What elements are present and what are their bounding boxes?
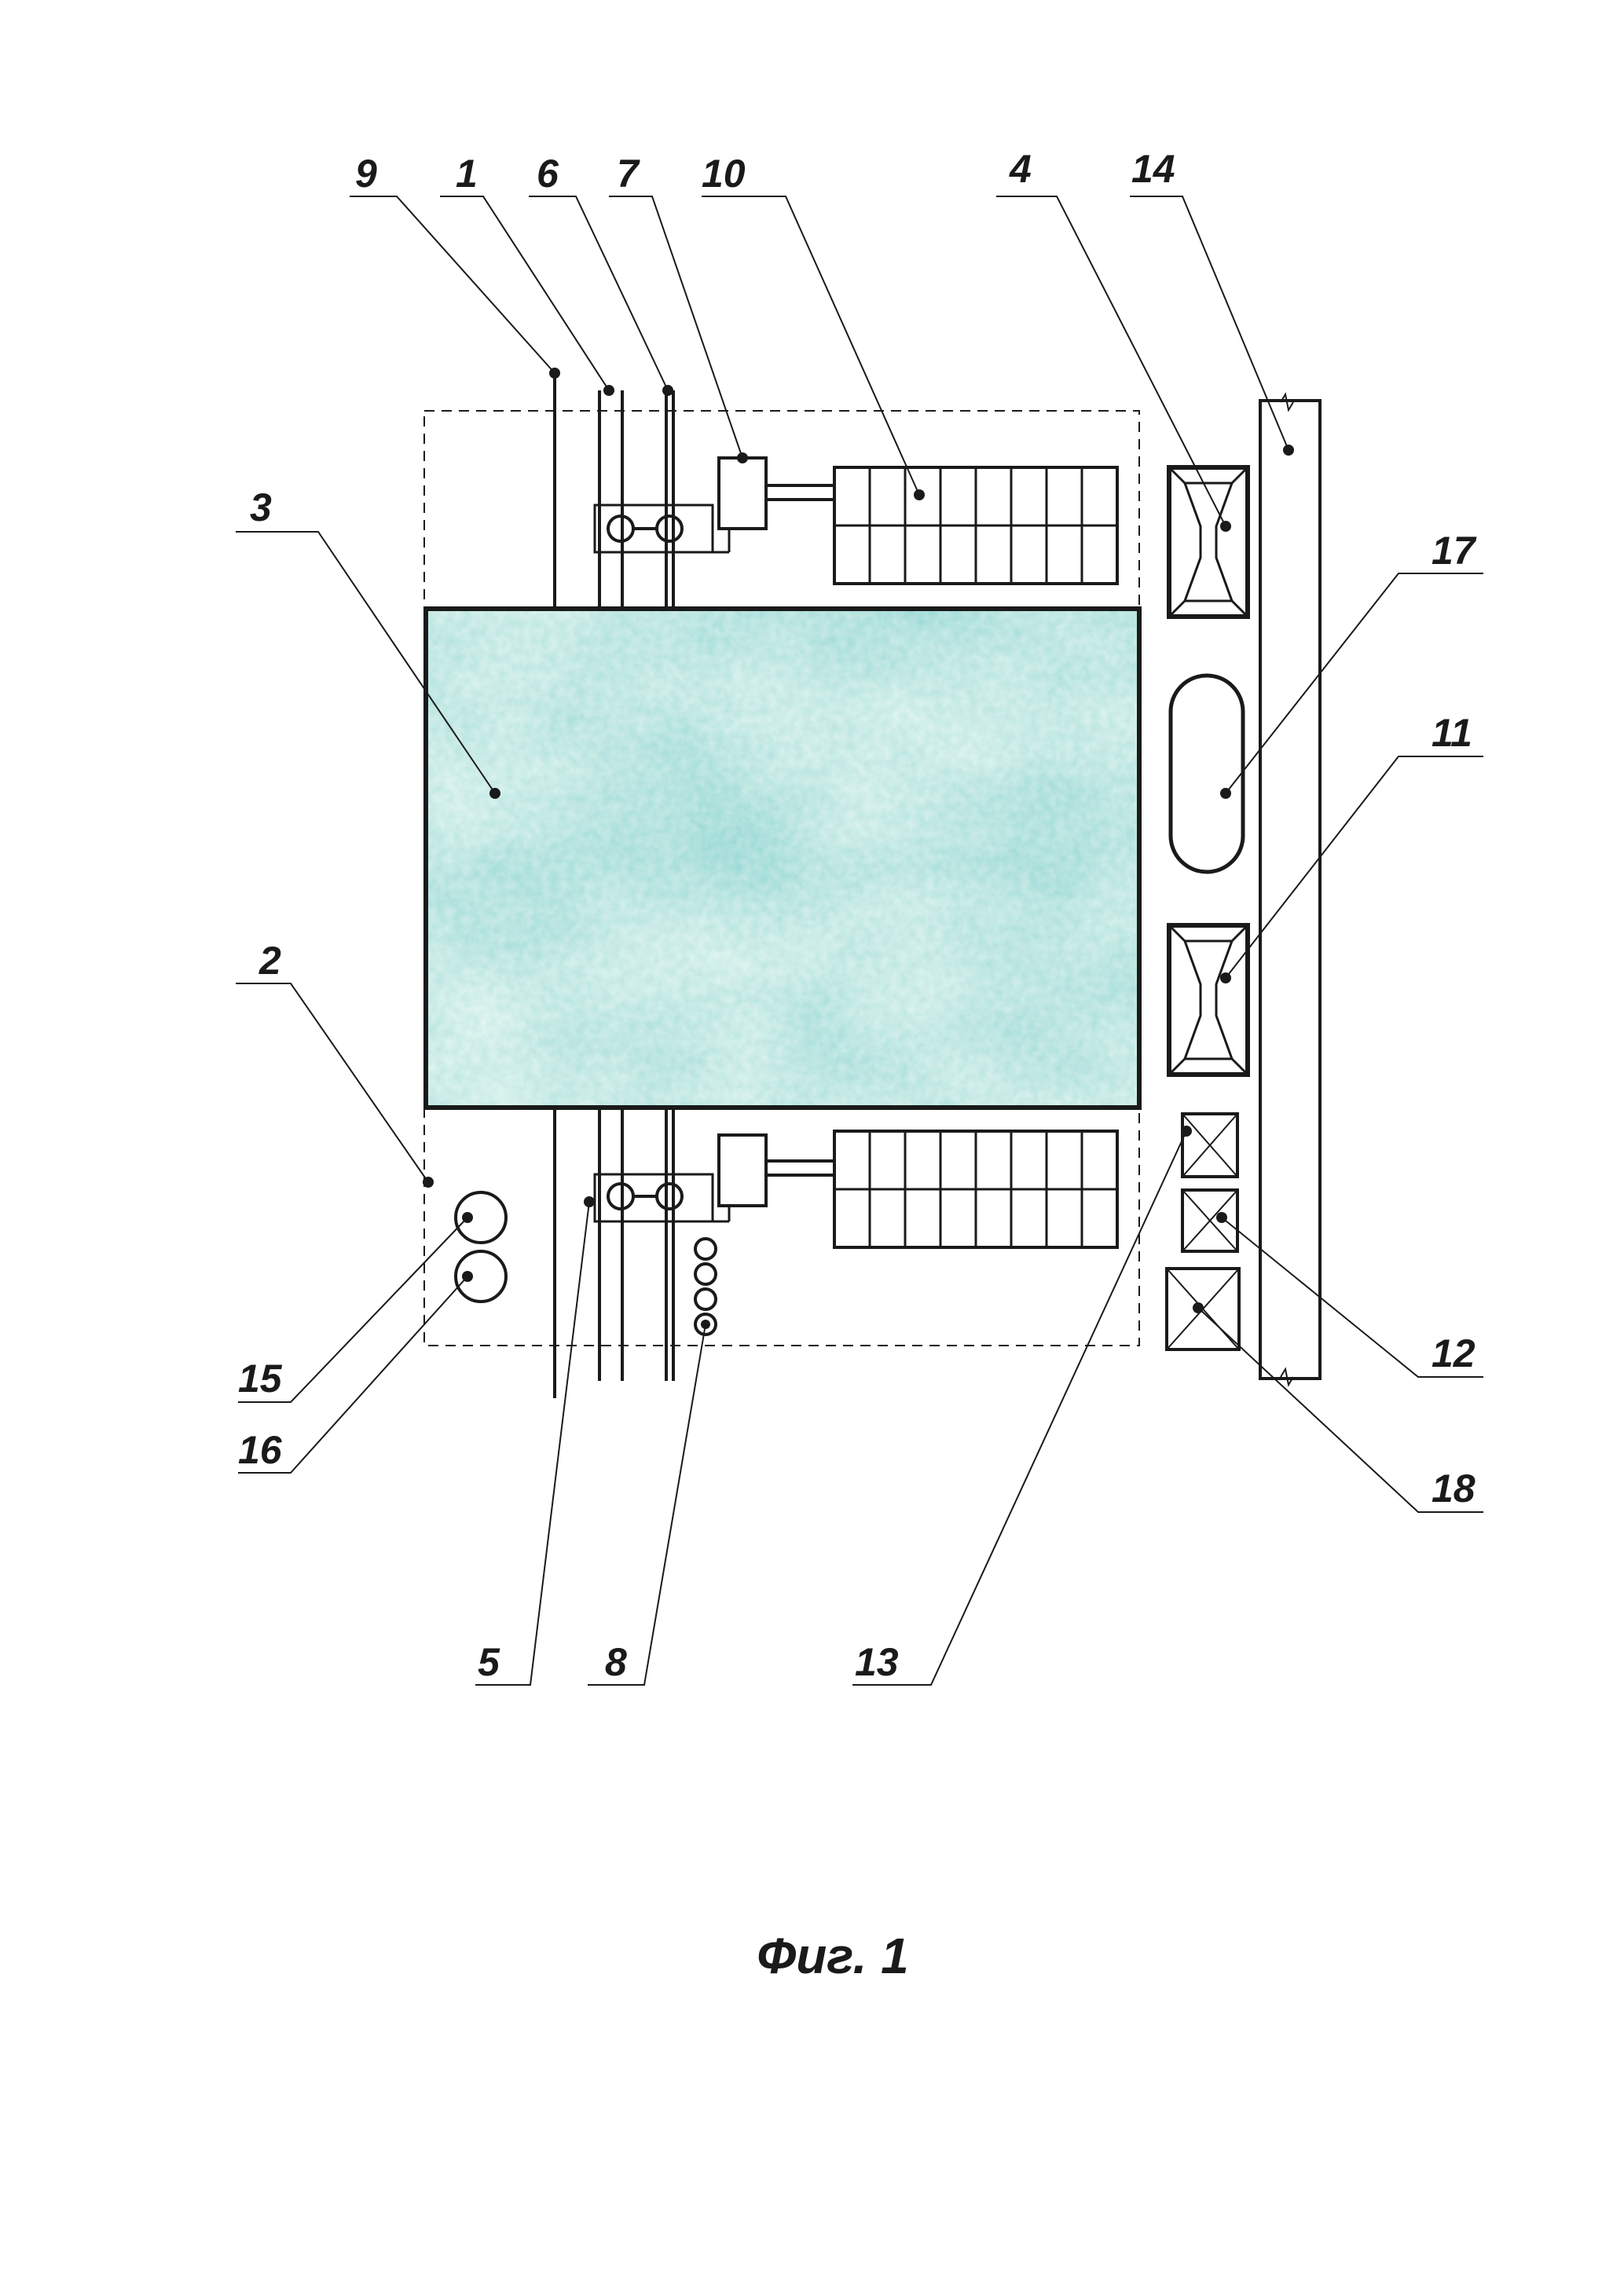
figure-caption: Фиг. 1 [757,1928,909,1984]
callout-15: 15 [238,1357,283,1401]
control-unit-bottom [717,1133,768,1207]
callout-18: 18 [1432,1467,1476,1511]
pond [423,606,1142,1110]
callout-2: 2 [258,939,281,983]
filter-chain [694,1237,717,1336]
callout-8: 8 [605,1640,627,1684]
callout-7: 7 [617,152,640,196]
callout-13: 13 [855,1640,899,1684]
vertical-lines [553,373,675,1398]
pool-17 [1168,673,1245,874]
solar-panel-top [833,466,1119,585]
callout-17: 17 [1432,529,1477,573]
callout-dots [423,368,1294,1313]
solar-panel-bottom [833,1130,1119,1249]
tank-16 [454,1250,508,1303]
callout-3: 3 [250,485,272,529]
box-12 [1181,1188,1239,1253]
callout-1: 1 [456,152,478,196]
callout-9: 9 [355,152,377,196]
road-strip [1259,392,1322,1387]
callout-4: 4 [1009,147,1032,191]
callout-10: 10 [702,152,746,196]
callout-11: 11 [1432,711,1472,755]
callout-5: 5 [478,1640,500,1684]
tank-15 [454,1191,508,1244]
pump-bottom-right [655,1182,684,1210]
callout-6: 6 [537,152,559,196]
pump-top-right [655,514,684,543]
building-11 [1167,923,1250,1077]
control-unit-top [717,456,768,530]
leader-lines [236,196,1483,1686]
callout-16: 16 [238,1428,283,1472]
building-4 [1167,465,1250,619]
callout-12: 12 [1432,1331,1476,1375]
bottom-equipment-group [593,1130,1119,1336]
callout-14: 14 [1131,147,1175,191]
box-13 [1181,1112,1239,1178]
